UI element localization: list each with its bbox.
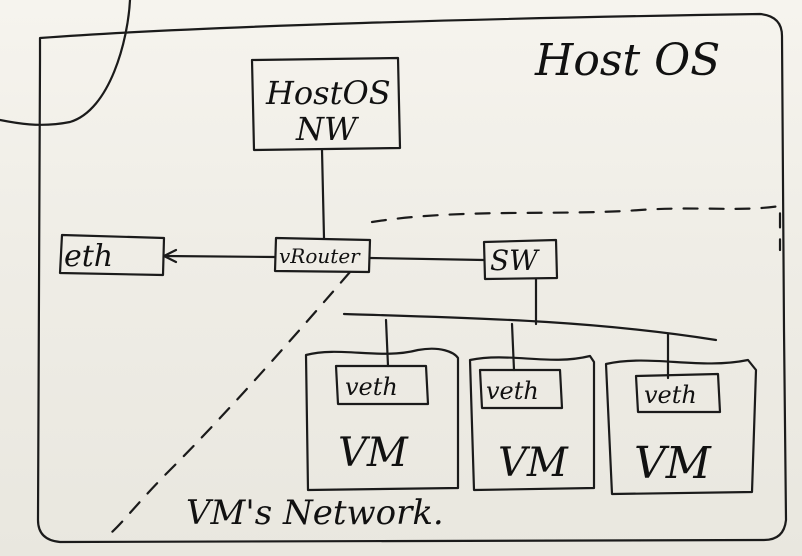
vm-network-label: VM's Network. <box>186 493 444 533</box>
vm-label-3: VM <box>634 438 712 489</box>
link-router-switch <box>368 256 486 262</box>
vm-box-2 <box>468 354 596 492</box>
vm-network-boundary <box>110 204 782 534</box>
eth-label: eth <box>64 239 113 274</box>
host-nw-box <box>250 56 402 152</box>
bus-drop-2 <box>510 322 516 372</box>
switch-box <box>482 238 559 281</box>
vm-label-2: VM <box>498 440 569 486</box>
veth-box-3 <box>634 372 722 414</box>
switch-label: SW <box>490 244 540 277</box>
veth-box-1 <box>334 364 430 406</box>
veth-label-1: veth <box>345 373 398 401</box>
corner-curve <box>0 0 132 126</box>
veth-box-2 <box>478 368 564 410</box>
host-nw-label-line1: HostOS <box>265 74 391 112</box>
eth-box <box>58 233 166 277</box>
vm-label-1: VM <box>338 430 409 476</box>
vm-box-1 <box>304 347 460 492</box>
host-nw-label-line2: NW <box>295 110 360 148</box>
switch-bus <box>342 312 718 342</box>
vm-box-3 <box>604 358 758 496</box>
link-router-eth <box>162 254 277 259</box>
host-os-box <box>36 12 788 544</box>
bus-drop-1 <box>384 318 390 368</box>
arrowhead-eth <box>162 248 178 264</box>
router-label: vRouter <box>279 244 361 268</box>
router-box <box>273 236 372 274</box>
veth-label-3: veth <box>644 381 697 409</box>
veth-label-2: veth <box>486 377 539 405</box>
host-os-label: Host OS <box>534 35 720 86</box>
link-nw-router <box>320 148 326 240</box>
